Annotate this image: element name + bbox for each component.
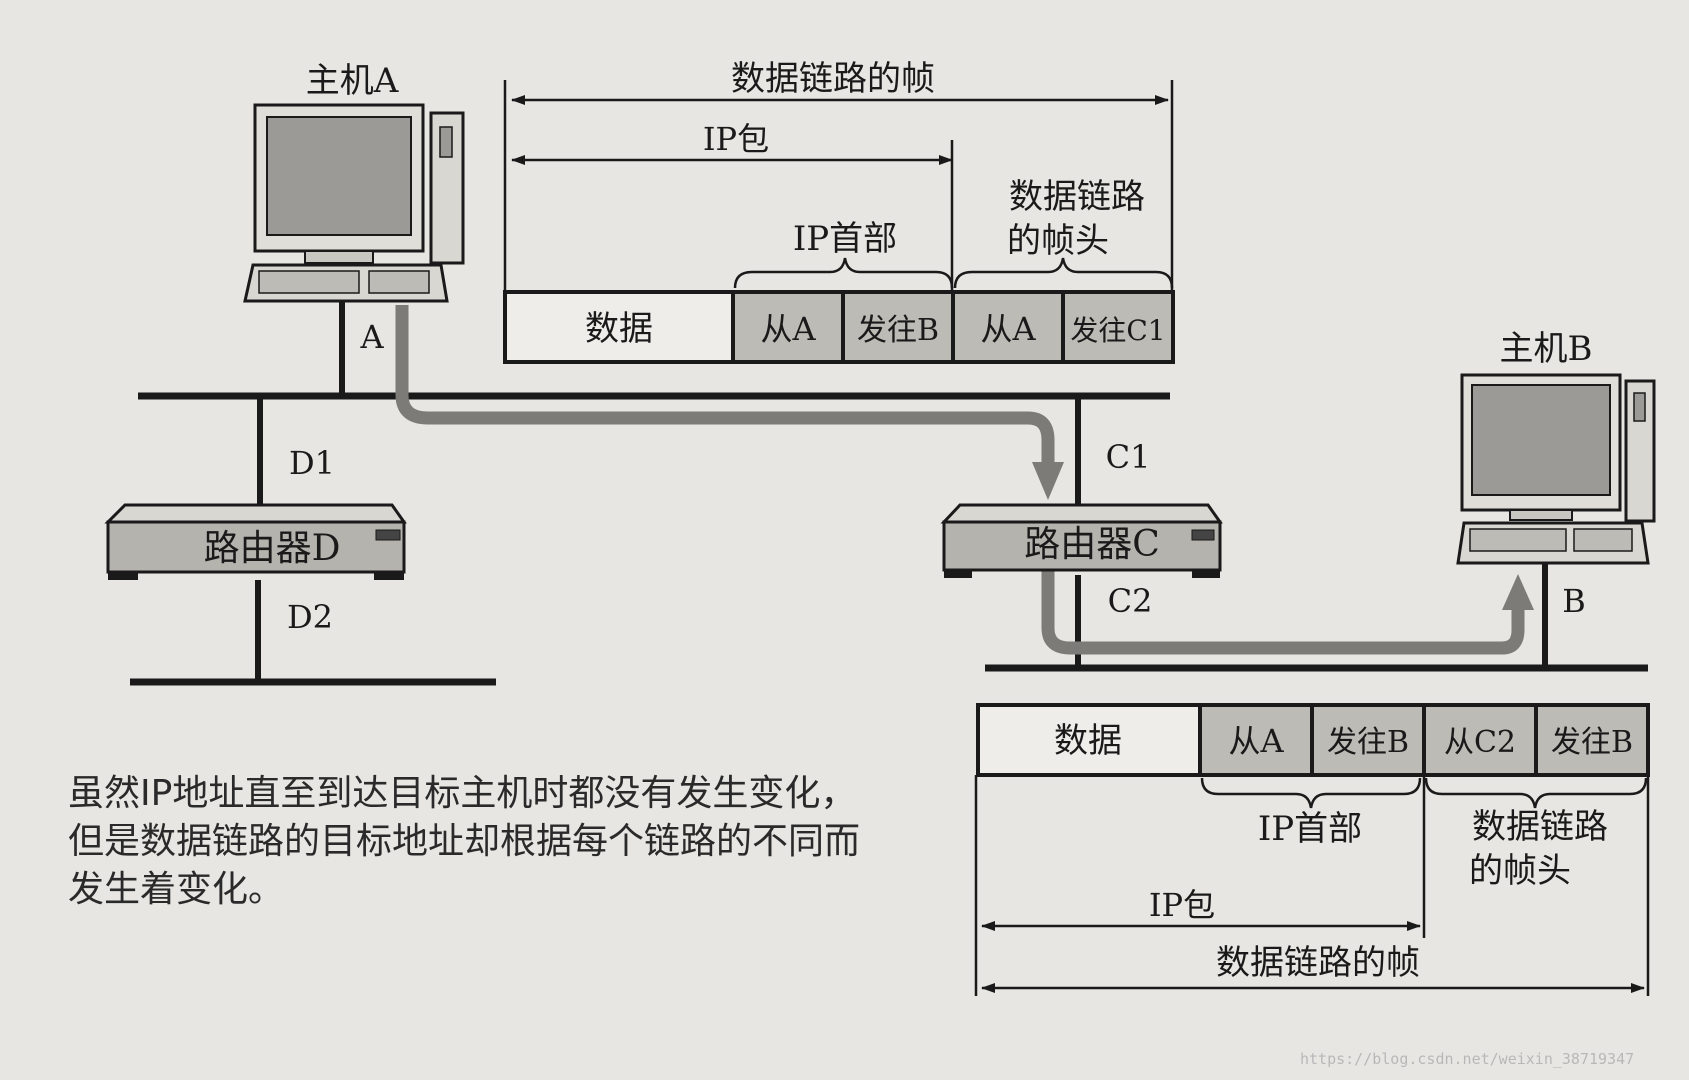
router-c-body xyxy=(942,520,1222,572)
router-c xyxy=(940,503,1223,578)
frame-top-cell-ip-src-text: 从A xyxy=(760,310,816,348)
frame-top-cell-ip-dst xyxy=(841,290,955,364)
router-c-foot-right xyxy=(1192,570,1220,578)
caption-line-1: 虽然IP地址直至到达目标主机时都没有发生变化， xyxy=(68,773,857,814)
host-a-keyboard-keys xyxy=(258,270,360,294)
frame-top-cell-dl-dst xyxy=(1061,290,1175,364)
network-links xyxy=(130,300,1648,686)
host-a-tower xyxy=(429,111,465,265)
frame-bottom-cell-dl-src-text: 从C2 xyxy=(1444,725,1516,760)
packet-path-arrow xyxy=(395,305,1534,655)
frame-top-cell-dl-src xyxy=(951,290,1065,364)
host-b-title: 主机B xyxy=(1500,329,1593,369)
host-a-title: 主机A xyxy=(306,61,399,101)
arrowhead-into-host-b xyxy=(1502,574,1534,610)
host-b-screen xyxy=(1471,384,1611,496)
router-d-foot-right xyxy=(374,572,404,580)
frame-bottom-frame-label: 数据链路的帧 xyxy=(1216,943,1420,983)
host-a-screen xyxy=(266,116,412,236)
host-a-stand xyxy=(304,250,374,264)
host-b-tower-slot xyxy=(1633,392,1646,422)
frame-top-frame-label: 数据链路的帧 xyxy=(731,59,935,99)
frame-bottom-cell-dl-dst xyxy=(1534,703,1650,777)
frame-top-cell-ip-src xyxy=(731,290,845,364)
router-d xyxy=(104,503,407,580)
host-a-tower-slot xyxy=(439,126,453,158)
host-b-port-label: B xyxy=(1562,582,1586,620)
router-d-name: 路由器D xyxy=(204,528,341,569)
path-a-to-router-c xyxy=(395,305,1055,478)
frame-bottom-cell-dl-dst-text: 发往B xyxy=(1551,725,1633,760)
host-b-keyboard-pad xyxy=(1573,528,1633,552)
frame-top-dl-header-label-line2: 的帧头 xyxy=(1007,221,1109,261)
router-c-foot-left xyxy=(944,570,972,578)
frame-bottom-packet-label: IP包 xyxy=(1149,886,1215,924)
router-c-top-face xyxy=(940,503,1223,524)
frame-top: 数据链路的帧 IP包 IP首部 数据链路 的帧头 数据 从A 发往B 从A 发往… xyxy=(503,59,1175,364)
host-a xyxy=(243,103,465,303)
caption-line-2: 但是数据链路的目标地址却根据每个链路的不同而 xyxy=(68,821,861,862)
frame-bottom: 数据 从A 发往B 从C2 发往B IP首部 数据链路 的帧头 IP包 数据链路… xyxy=(974,703,1650,996)
arrowhead-into-router-c xyxy=(1032,462,1064,500)
router-d-body xyxy=(106,520,406,574)
frame-bottom-dl-header-label-line1: 数据链路 xyxy=(1472,807,1608,847)
frame-top-dl-header-brace xyxy=(953,257,1174,289)
frame-bottom-ip-header-brace xyxy=(1200,777,1422,809)
frame-bottom-cell-ip-dst-text: 发往B xyxy=(1327,725,1409,760)
host-b xyxy=(1456,373,1656,565)
router-c-port-bottom: C2 xyxy=(1108,582,1153,620)
frame-top-dl-header-label-line1: 数据链路 xyxy=(1009,177,1145,217)
caption-line-3: 发生着变化。 xyxy=(68,869,285,910)
host-b-stand xyxy=(1509,509,1573,521)
router-c-led xyxy=(1191,529,1215,541)
host-a-port-label: A xyxy=(359,318,384,356)
frame-top-packet-label: IP包 xyxy=(703,120,769,158)
router-d-top-face xyxy=(104,503,407,524)
path-router-c-to-b xyxy=(1041,560,1525,655)
frame-bottom-dl-header-label-line2: 的帧头 xyxy=(1469,851,1571,891)
frame-top-cell-data xyxy=(503,290,735,364)
frame-bottom-dl-header-brace xyxy=(1424,777,1648,809)
frame-bottom-cell-data-text: 数据 xyxy=(1054,721,1122,761)
figure-caption: 虽然IP地址直至到达目标主机时都没有发生变化， 但是数据链路的目标地址却根据每个… xyxy=(68,770,968,914)
router-d-port-bottom: D2 xyxy=(287,598,333,636)
frame-bottom-cell-ip-src-text: 从A xyxy=(1228,722,1284,760)
frame-top-ip-header-brace xyxy=(733,257,954,289)
router-c-port-top: C1 xyxy=(1106,438,1151,476)
frame-top-cell-ip-dst-text: 发往B xyxy=(857,313,939,348)
host-a-keyboard-pad xyxy=(368,270,430,294)
router-d-port-top: D1 xyxy=(289,444,335,482)
watermark: https://blog.csdn.net/weixin_38719347 xyxy=(1300,1050,1635,1068)
frame-top-cell-dl-dst-text: 发往C1 xyxy=(1070,314,1165,347)
frame-top-ip-header-label: IP首部 xyxy=(793,219,897,259)
frame-top-cell-dl-src-text: 从A xyxy=(980,310,1036,348)
frame-bottom-ip-header-label: IP首部 xyxy=(1258,809,1362,849)
frame-bottom-cell-ip-dst xyxy=(1310,703,1426,777)
router-d-led xyxy=(375,529,401,541)
router-c-name: 路由器C xyxy=(1024,524,1160,565)
host-b-keyboard-keys xyxy=(1469,528,1567,552)
frame-bottom-cell-dl-src xyxy=(1422,703,1538,777)
router-d-foot-left xyxy=(108,572,138,580)
frame-bottom-cell-data xyxy=(976,703,1202,777)
frame-top-cell-data-text: 数据 xyxy=(585,309,653,349)
